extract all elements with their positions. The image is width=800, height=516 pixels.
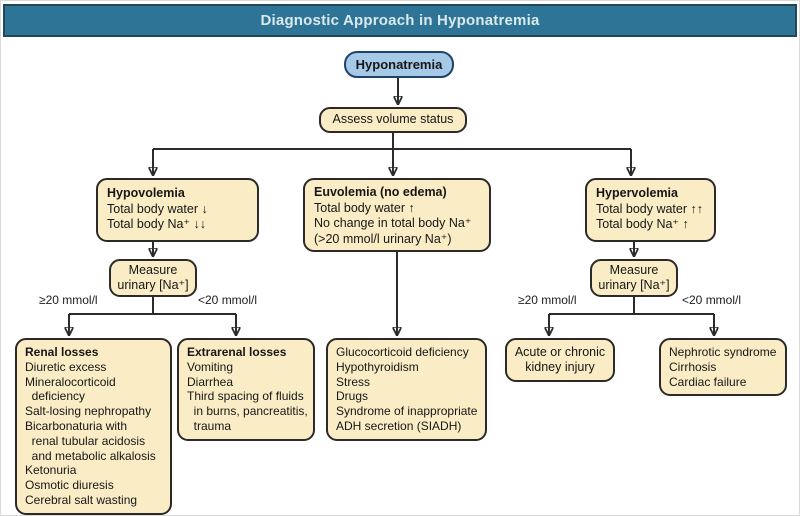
node-line: Mineralocorticoid: [25, 374, 116, 389]
node-kidney-injury: Acute or chronic kidney injury: [505, 338, 615, 382]
node-line: Acute or chronic: [514, 344, 606, 359]
edge-label-left-ge20: ≥20 mmol/l: [39, 293, 98, 307]
node-title: Extrarenal losses: [187, 345, 287, 359]
node-line: Syndrome of inappropriate: [336, 404, 478, 419]
node-renal-losses: Renal losses Diuretic excess Mineralocor…: [15, 338, 172, 515]
node-line: Salt-losing nephropathy: [25, 404, 152, 419]
node-line: Cirrhosis: [669, 359, 717, 374]
edge-label-right-lt20: <20 mmol/l: [682, 293, 742, 307]
node-title: Hypervolemia: [596, 186, 678, 200]
node-extrarenal-losses: Extrarenal losses Vomiting Diarrhea Thir…: [177, 338, 315, 441]
node-line: Measure: [609, 262, 659, 277]
node-line: Cerebral salt wasting: [25, 492, 138, 507]
node-line: Total body water ↓: [107, 201, 208, 216]
node-line: Bicarbonaturia with: [25, 418, 128, 433]
node-line: Ketonuria: [25, 463, 77, 478]
node-line: Diarrhea: [187, 374, 234, 389]
node-line: urinary [Na⁺]: [598, 278, 670, 292]
node-line: Glucocorticoid deficiency: [336, 345, 469, 359]
node-line: kidney injury: [525, 360, 595, 374]
node-measure-urinary-na-right: Measure urinary [Na⁺]: [590, 259, 678, 297]
node-measure-urinary-na-left: Measure urinary [Na⁺]: [109, 259, 197, 297]
node-label: Hyponatremia: [355, 56, 443, 72]
node-line: and metabolic alkalosis: [25, 448, 156, 463]
node-hyponatremia: Hyponatremia: [344, 51, 454, 78]
edge-label-right-ge20: ≥20 mmol/l: [518, 293, 577, 307]
node-title: Hypovolemia: [107, 186, 185, 200]
node-euvolemia-causes: Glucocorticoid deficiency Hypothyroidism…: [326, 338, 487, 441]
node-euvolemia: Euvolemia (no edema) Total body water ↑ …: [303, 178, 491, 252]
node-label: Assess volume status: [332, 112, 454, 127]
node-line: Total body Na⁺ ↓↓: [107, 217, 207, 231]
node-hypervolemia-lt20: Nephrotic syndrome Cirrhosis Cardiac fai…: [659, 338, 787, 397]
node-line: renal tubular acidosis: [25, 433, 146, 448]
node-line: Total body water ↑: [314, 200, 415, 215]
node-title: Renal losses: [25, 345, 99, 359]
node-line: urinary [Na⁺]: [117, 278, 189, 292]
node-line: Hypothyroidism: [336, 359, 419, 374]
node-line: Osmotic diuresis: [25, 478, 114, 493]
node-line: trauma: [187, 418, 232, 433]
node-title: Euvolemia (no edema): [314, 185, 447, 199]
node-line: ADH secretion (SIADH): [336, 418, 462, 433]
node-line: (>20 mmol/l urinary Na⁺): [314, 231, 452, 246]
diagram-title: Diagnostic Approach in Hyponatremia: [260, 12, 540, 29]
node-line: Drugs: [336, 389, 369, 404]
node-line: Nephrotic syndrome: [669, 345, 777, 359]
node-hypervolemia: Hypervolemia Total body water ↑↑ Total b…: [585, 178, 716, 242]
node-line: Total body water ↑↑: [596, 201, 703, 216]
node-hypovolemia: Hypovolemia Total body water ↓ Total bod…: [96, 178, 259, 242]
node-line: Total body Na⁺ ↑: [596, 217, 689, 231]
node-line: Measure: [128, 262, 178, 277]
node-line: Vomiting: [187, 359, 234, 374]
node-line: deficiency: [25, 389, 86, 404]
node-line: Third spacing of fluids: [187, 389, 304, 404]
node-line: Cardiac failure: [669, 374, 747, 389]
edge-label-left-lt20: <20 mmol/l: [198, 293, 258, 307]
node-line: in burns, pancreatitis,: [187, 404, 308, 419]
node-line: Stress: [336, 374, 371, 389]
node-assess-volume-status: Assess volume status: [319, 107, 467, 133]
node-line: Diuretic excess: [25, 359, 107, 374]
diagram-title-bar: Diagnostic Approach in Hyponatremia: [3, 4, 797, 37]
node-line: No change in total body Na⁺: [314, 216, 472, 230]
